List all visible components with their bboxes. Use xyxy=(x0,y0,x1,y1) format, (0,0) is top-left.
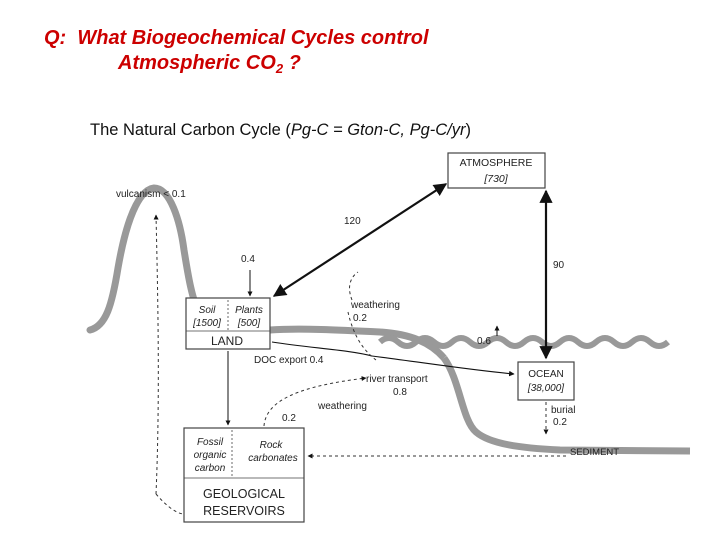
doc-export-line xyxy=(271,341,373,357)
volcano-terrain xyxy=(86,184,204,334)
fossil-label-1: Fossil xyxy=(197,437,224,448)
subtitle-units: Pg-C = Gton-C, Pg-C/yr xyxy=(290,121,466,139)
question-title: Q: What Biogeochemical Cycles control At… xyxy=(44,26,429,81)
question-line-1: What Biogeochemical Cycles control xyxy=(77,27,429,49)
doc-export-label: DOC export 0.4 xyxy=(254,355,324,366)
weathering-top-label: weathering xyxy=(350,300,400,311)
land-atmosphere-flux: 120 xyxy=(344,216,361,227)
question-line-2: Atmospheric CO2 ? xyxy=(44,51,429,81)
plants-label: Plants xyxy=(235,305,263,316)
ocean-burial-value: 0.2 xyxy=(553,417,567,428)
ocean-atmosphere-flux: 90 xyxy=(553,260,565,271)
sediment-label: SEDIMENT xyxy=(570,447,619,458)
co2-subscript: 2 xyxy=(275,61,284,76)
land-burial-flux: 0.4 xyxy=(241,254,255,265)
ocean-surface xyxy=(378,335,670,349)
land-surface xyxy=(269,325,447,361)
question-line-2-text: Atmospheric CO xyxy=(118,52,276,74)
fossil-label-2: organic xyxy=(194,450,227,461)
ocean-box: OCEAN [38,000] xyxy=(517,361,575,401)
subtitle-tail: ) xyxy=(465,121,472,139)
atmosphere-value: [730] xyxy=(483,173,508,185)
weathering-top-arrow xyxy=(349,271,359,301)
vulcanism-source-line xyxy=(155,493,185,515)
ocean-label: OCEAN xyxy=(528,369,564,380)
geological-label-1: GEOLOGICAL xyxy=(203,487,285,501)
fossil-label-3: carbon xyxy=(195,463,226,474)
continental-slope xyxy=(441,355,691,455)
diagram-subtitle: The Natural Carbon Cycle (Pg-C = Gton-C,… xyxy=(90,121,471,140)
rock-label-2: carbonates xyxy=(248,453,297,464)
weathering-low-label: weathering xyxy=(317,401,367,412)
weathering-low-arrow xyxy=(263,376,367,427)
plants-value: [500] xyxy=(237,318,260,329)
soil-label: Soil xyxy=(199,305,216,316)
vulcanism-arrow xyxy=(153,214,159,495)
land-box: Soil [1500] Plants [500] LAND xyxy=(185,297,271,350)
weathering-low-value: 0.2 xyxy=(282,413,296,424)
weathering-top-value: 0.2 xyxy=(353,313,367,324)
atmosphere-box: ATMOSPHERE [730] xyxy=(447,152,546,189)
river-transport-value: 0.8 xyxy=(393,387,407,398)
river-transport-label: river transport xyxy=(366,374,428,385)
ocean-burial-label: burial xyxy=(551,405,575,416)
geological-label-2: RESERVOIRS xyxy=(203,504,285,518)
atmosphere-label: ATMOSPHERE xyxy=(460,157,533,169)
rock-label-1: Rock xyxy=(260,440,284,451)
geological-box: Fossil organic carbon Rock carbonates GE… xyxy=(183,427,305,523)
soil-value: [1500] xyxy=(192,318,221,329)
vulcanism-label: vulcanism < 0.1 xyxy=(116,189,186,200)
question-prefix: Q: xyxy=(44,27,67,49)
ocean-value: [38,000] xyxy=(527,383,564,394)
ocean-small-flux: 0.6 xyxy=(477,336,491,347)
question-line-2-end: ? xyxy=(283,52,301,74)
subtitle-lead: The Natural Carbon Cycle ( xyxy=(90,121,291,139)
land-atmosphere-arrow xyxy=(272,183,448,297)
land-label: LAND xyxy=(211,334,243,348)
river-transport-arrow xyxy=(371,355,515,377)
